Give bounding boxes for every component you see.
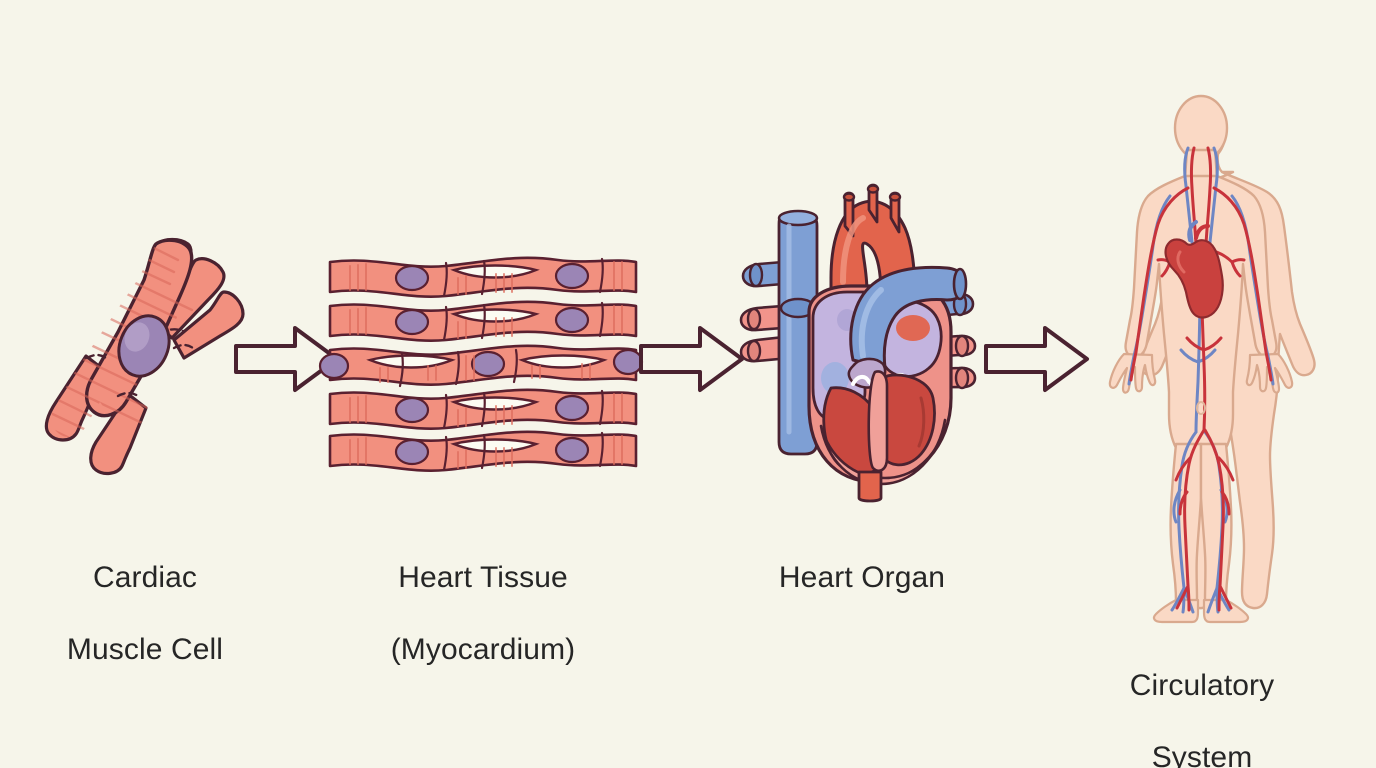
caption-heart-organ: Heart Organ: [742, 524, 982, 632]
caption-line-1: Cardiac: [92, 561, 198, 594]
fiber-row: [328, 388, 638, 430]
interventricular-septum: [867, 370, 889, 472]
fiber-row: [328, 430, 638, 472]
arrow-right-icon: [984, 326, 1089, 392]
fiber-row: [328, 256, 638, 298]
navel: [1196, 401, 1206, 415]
arrow-3: [983, 324, 1091, 394]
stage-illustration-heart-tissue: [318, 248, 644, 472]
caption-cardiac-muscle-cell: Cardiac Muscle Cell: [20, 524, 270, 704]
body-heart: [1164, 220, 1224, 319]
caption-line-1: Circulatory: [1129, 669, 1275, 702]
pulmonary-artery: [849, 265, 968, 370]
fiber-row: [328, 300, 638, 342]
caption-line-1: Heart Organ: [778, 561, 946, 594]
caption-line-2: (Myocardium): [390, 633, 576, 666]
caption-circulatory-system: Circulatory System: [1086, 632, 1318, 768]
arrow-2: [638, 324, 746, 394]
caption-line-1: Heart Tissue: [398, 561, 568, 594]
caption-line-2: System: [1151, 741, 1253, 768]
arrow-right-icon: [639, 326, 744, 392]
caption-heart-tissue: Heart Tissue (Myocardium): [352, 524, 614, 704]
caption-line-2: Muscle Cell: [66, 633, 224, 666]
stage-illustration-heart-organ: [735, 183, 985, 503]
fiber-row: [318, 344, 644, 388]
arrow-1: [233, 324, 341, 394]
cell-nucleus: [117, 314, 171, 378]
stage-illustration-cardiac-muscle-cell: [40, 230, 250, 480]
myocardium-fiber-rows: [318, 256, 644, 472]
cardiac-cell-shape: [44, 237, 245, 476]
descending-aorta: [857, 470, 883, 503]
arrow-right-icon: [234, 326, 339, 392]
stage-illustration-circulatory-system: [1084, 92, 1319, 624]
